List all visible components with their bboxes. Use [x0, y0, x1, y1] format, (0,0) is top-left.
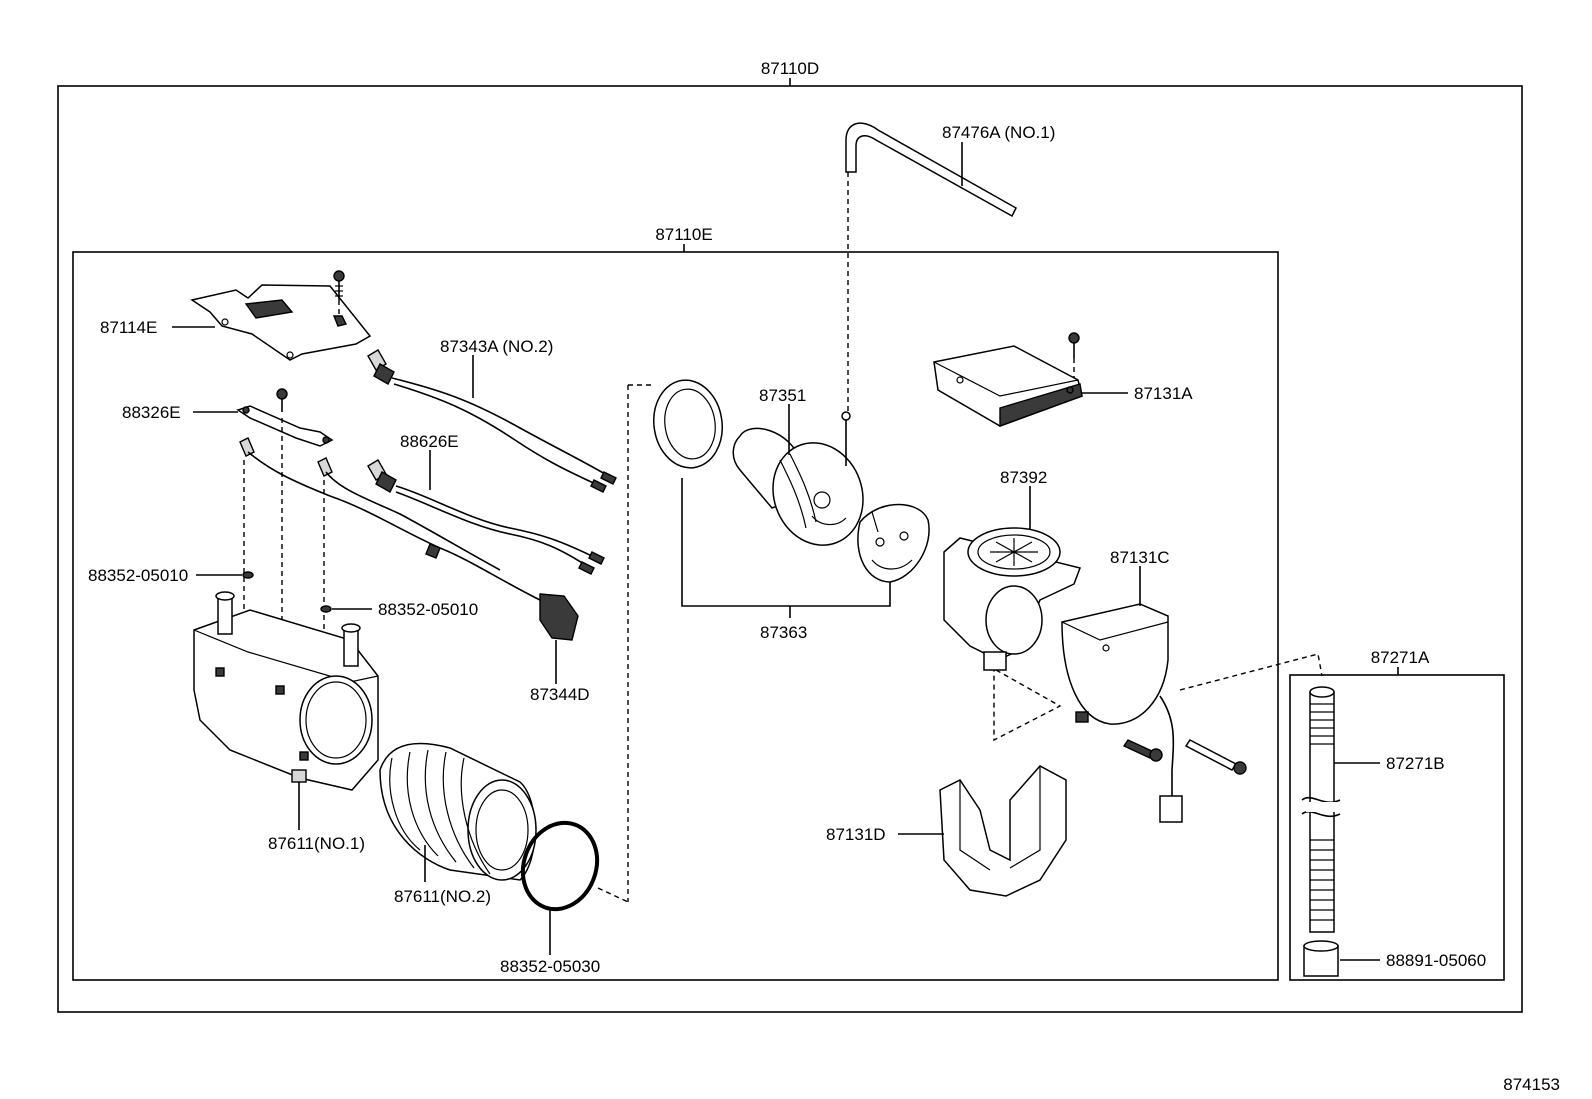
cover-plate-label: 87114E: [100, 318, 157, 337]
oring-small-right-label: 88352-05010: [378, 600, 478, 619]
oring-small-left-label: 88352-05010: [88, 566, 188, 585]
oring-small-icon: [242, 571, 254, 579]
bracket-d-part: [939, 765, 1067, 897]
inner-assembly-label: 87110E: [655, 225, 712, 244]
rod-part: [845, 122, 1017, 218]
wire-harness-label: 87343A (NO.2): [440, 337, 553, 356]
hose-part: [1301, 686, 1341, 933]
diagram-id: 874153: [1503, 1075, 1560, 1094]
outer-assembly-frame: [57, 85, 1523, 1013]
cover-c-label: 87131C: [1110, 548, 1170, 567]
screw-icon: [276, 388, 288, 412]
grommet-part: [1303, 940, 1339, 977]
damper-label: 87363: [760, 623, 807, 642]
screw-icon: [1068, 332, 1080, 358]
cover-plate-part: [190, 284, 372, 361]
connector-icon: [1159, 795, 1183, 823]
hose-kit-label: 87271A: [1371, 648, 1430, 667]
connector-label: 87344D: [530, 685, 590, 704]
duct-label: 87351: [759, 386, 806, 405]
hose-label: 87271B: [1386, 754, 1445, 773]
bellows-part: [379, 742, 537, 881]
bracket-d-label: 87131D: [826, 825, 886, 844]
motor-cover-label: 87131A: [1134, 384, 1193, 403]
bracket-label: 88326E: [122, 403, 181, 422]
duct-part: [732, 411, 864, 546]
housing-label: 87611(NO.1): [268, 834, 365, 853]
blower-motor-label: 87392: [1000, 468, 1047, 487]
oring-small-icon: [320, 605, 332, 613]
screw-icon: [1122, 739, 1163, 762]
screw-icon: [333, 270, 345, 300]
bracket-part: [236, 405, 334, 447]
damper-part: [857, 503, 930, 583]
blower-motor-part: [943, 527, 1081, 671]
rod-label: 87476A (NO.1): [942, 123, 1055, 142]
oring-large-label: 88352-05030: [500, 957, 600, 976]
wire-harness-part: [367, 349, 617, 493]
hose-kit-frame: [1289, 674, 1505, 981]
duct-ring-part: [653, 379, 723, 469]
screw-icon: [1184, 739, 1247, 775]
inner-assembly-frame: [72, 251, 1279, 981]
bellows-label: 87611(NO.2): [394, 887, 491, 906]
sensor-wire-part: [367, 459, 605, 575]
cover-c-part: [1061, 603, 1169, 725]
housing-part: [193, 591, 379, 791]
sensor-wire-label: 88626E: [400, 432, 459, 451]
outer-assembly-label: 87110D: [761, 59, 819, 78]
grommet-label: 88891-05060: [1386, 951, 1486, 970]
oring-large-icon: [520, 820, 600, 912]
sensor-harness-part: [239, 437, 579, 641]
motor-cover-part: [933, 345, 1083, 428]
